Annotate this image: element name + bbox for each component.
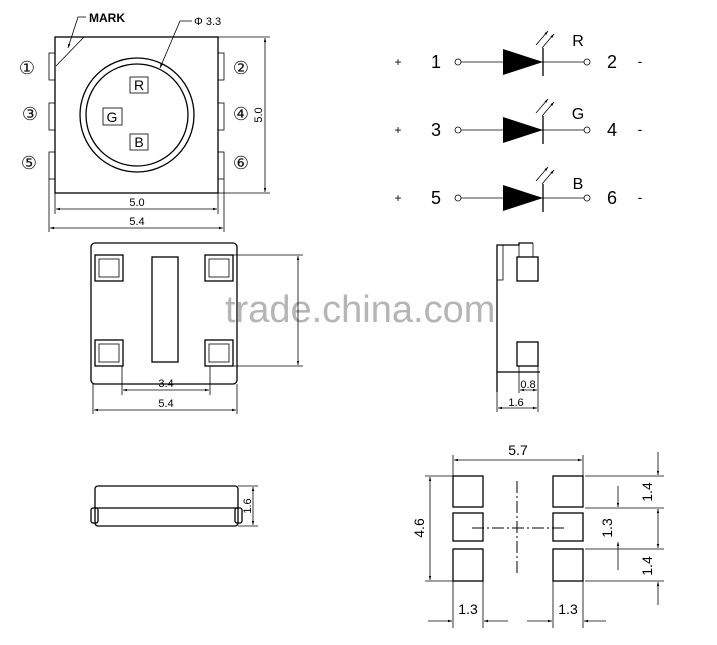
svg-text:5.0: 5.0: [129, 197, 144, 209]
svg-text:1.4: 1.4: [639, 556, 655, 576]
top-view: R G B MARK Φ 3.3 ① ③ ⑤ ② ④ ⑥ 5.0 5.0 5.4: [19, 11, 270, 232]
svg-text:5.4: 5.4: [129, 216, 144, 228]
svg-text:1.6: 1.6: [508, 397, 523, 409]
cathode-pin: 4: [607, 120, 617, 140]
terminal: [454, 58, 462, 66]
light-emission-icon: [535, 30, 549, 46]
anode-pin: 5: [431, 188, 441, 208]
svg-text:1.3: 1.3: [599, 518, 615, 538]
chip-r: [129, 76, 149, 94]
light-emission-icon: [535, 166, 549, 182]
svg-text:5.4: 5.4: [158, 398, 173, 410]
svg-text:1.4: 1.4: [639, 482, 655, 502]
anode-pin: 3: [431, 120, 441, 140]
svg-text:G: G: [107, 109, 118, 125]
svg-text:1.3: 1.3: [558, 601, 578, 617]
plus-sign: +: [394, 123, 401, 137]
chip-b: [129, 133, 149, 151]
pin-label: ②: [233, 58, 249, 78]
terminal: [583, 194, 591, 202]
front-view: 1.6: [90, 485, 258, 527]
lens-inner: [85, 63, 189, 167]
minus-sign: -: [638, 53, 643, 69]
diode-icon: [503, 185, 543, 211]
terminal: [583, 58, 591, 66]
side-view: 0.8 1.6: [496, 242, 540, 412]
minus-sign: -: [638, 189, 643, 205]
terminal: [454, 194, 462, 202]
mark-label: MARK: [89, 11, 125, 25]
diode-row: +3 4 - G: [394, 98, 643, 144]
pin-label: ③: [22, 104, 38, 124]
led-color-label: G: [572, 106, 584, 123]
pin-label: ⑥: [233, 153, 249, 173]
svg-text:0.8: 0.8: [520, 379, 535, 391]
schematic: +1 2 - R +3 4 - G +5 6 - B: [394, 30, 643, 212]
svg-text:1.6: 1.6: [242, 498, 254, 513]
svg-text:5.0: 5.0: [253, 107, 265, 122]
light-emission-icon: [535, 98, 549, 114]
svg-text:B: B: [134, 134, 143, 150]
diode-row: +1 2 - R: [394, 30, 643, 76]
side-pins: [48, 52, 225, 180]
diode-row: +5 6 - B: [394, 166, 643, 212]
led-color-label: B: [573, 176, 584, 193]
mark-chamfer: [55, 36, 85, 67]
svg-text:5.7: 5.7: [508, 442, 528, 458]
terminal: [583, 126, 591, 134]
diode-icon: [503, 49, 543, 75]
chip-g: [102, 107, 123, 126]
diameter-label: Φ 3.3: [194, 16, 221, 28]
center-pad: [151, 256, 179, 363]
cathode-pin: 6: [607, 188, 617, 208]
plus-sign: +: [394, 55, 401, 69]
svg-text:1.3: 1.3: [458, 601, 478, 617]
watermark: trade.china.com: [225, 289, 495, 331]
diode-icon: [503, 117, 543, 143]
svg-text:4.6: 4.6: [411, 518, 427, 538]
svg-text:R: R: [134, 77, 144, 93]
anode-pin: 1: [431, 52, 441, 72]
terminal: [454, 126, 462, 134]
pin-label: ④: [233, 104, 249, 124]
minus-sign: -: [638, 121, 643, 137]
diameter-leader: [159, 20, 192, 69]
svg-text:3.4: 3.4: [158, 378, 173, 390]
cathode-pin: 2: [607, 52, 617, 72]
led-color-label: R: [572, 33, 584, 50]
pin-label: ⑤: [21, 153, 37, 173]
lens-outer: [79, 57, 195, 173]
package-outline: [90, 242, 238, 385]
bottom-view: 3.4 5.4: [90, 242, 303, 414]
footprint: 5.7 4.6 1.3 1.3 1.4 1.3 1.4: [411, 442, 664, 628]
pin-label: ①: [19, 58, 35, 78]
mark-leader: [67, 16, 86, 49]
plus-sign: +: [394, 191, 401, 205]
